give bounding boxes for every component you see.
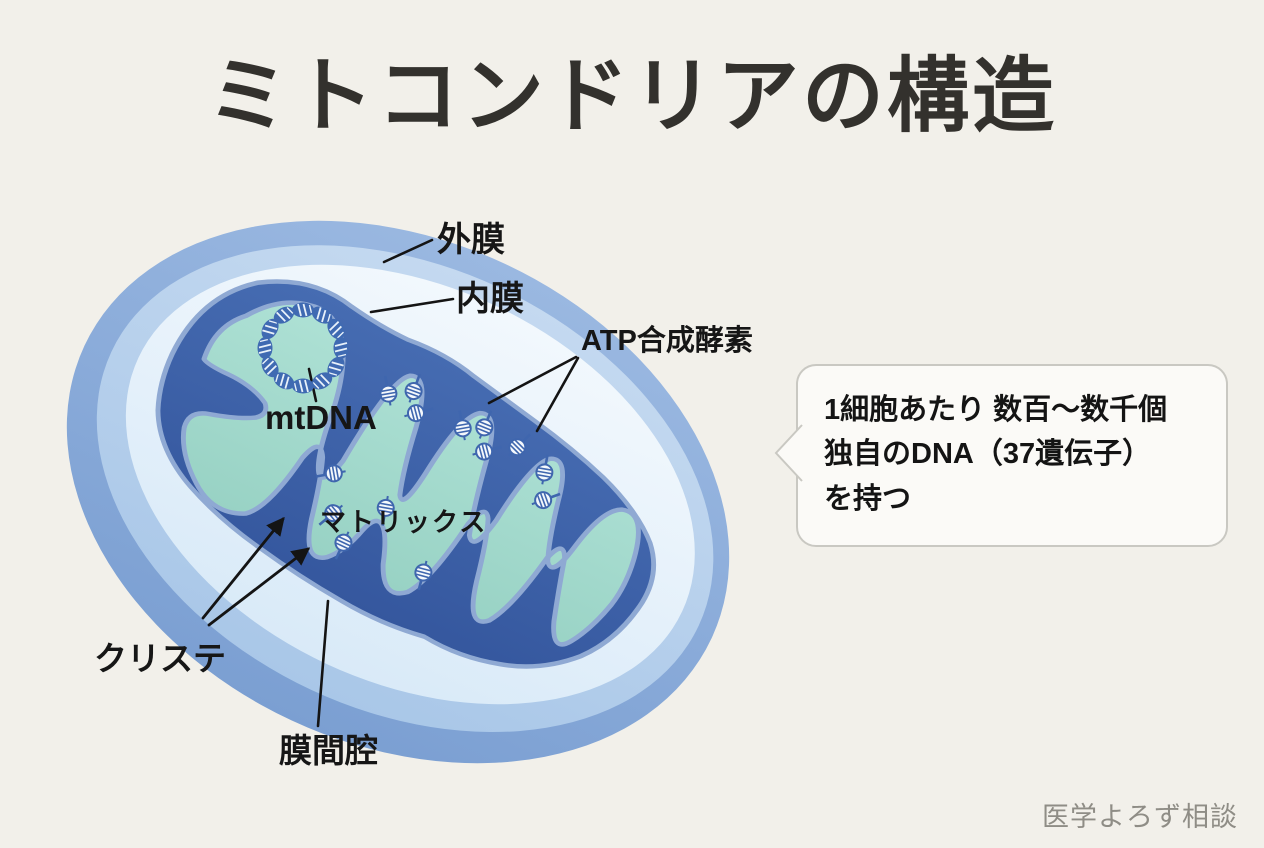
label-outer-membrane: 外膜	[437, 221, 505, 259]
label-inner-membrane: 内膜	[456, 280, 524, 318]
cristae-arrow-1	[201, 516, 285, 620]
callout-line-3: を持つ	[824, 482, 912, 515]
mtdna-fact-callout: 1細胞あたり 数百〜数千個 独自のDNA（37遺伝子） を持つ	[774, 364, 1228, 547]
label-intermembrane-space: 膜間腔	[279, 732, 378, 769]
intermembrane-space-line	[316, 599, 330, 728]
callout-line-2: 独自のDNA（37遺伝子）	[824, 438, 1152, 471]
cristae-arrow-2	[207, 547, 311, 627]
atp-synthase-line-2	[535, 356, 580, 433]
page-title: ミトコンドリアの構造	[206, 51, 1057, 142]
label-mtdna: mtDNA	[265, 399, 377, 436]
label-atp-synthase: ATP合成酵素	[581, 325, 753, 357]
atp-synthase-line-1	[487, 355, 578, 405]
label-cristae: クリステ	[94, 640, 226, 677]
outer-membrane-line	[382, 238, 434, 264]
organelle-body	[66, 220, 730, 764]
callout-tail	[774, 424, 803, 482]
callout-line-1: 1細胞あたり 数百〜数千個	[824, 394, 1168, 426]
label-matrix: マトリックス	[320, 507, 488, 537]
inner-membrane-line	[369, 297, 455, 314]
watermark: 医学よろず相談	[1042, 802, 1238, 832]
